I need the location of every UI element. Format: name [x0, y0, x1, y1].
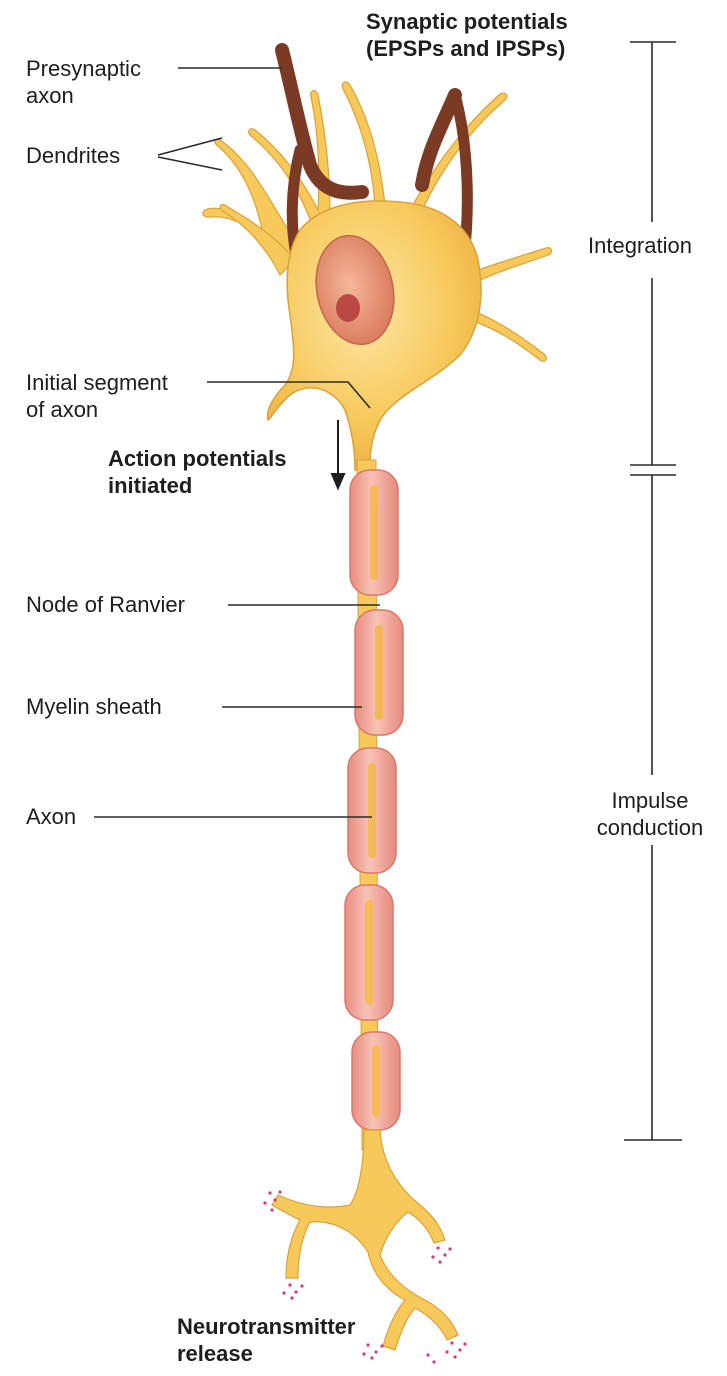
leader-dendrites-upper [158, 138, 222, 155]
label-initial-segment: Initial segment of axon [26, 369, 168, 423]
label-impulse-conduction: Impulse conduction [580, 787, 720, 841]
action-arrow [332, 420, 344, 488]
label-node-of-ranvier: Node of Ranvier [26, 591, 185, 618]
label-myelin-sheath: Myelin sheath [26, 693, 162, 720]
leader-dendrites-lower [158, 157, 222, 170]
label-neurotransmitter-release: Neurotransmitter release [177, 1313, 355, 1367]
label-synaptic-potentials: Synaptic potentials (EPSPs and IPSPs) [366, 8, 568, 62]
scale-bracket [624, 42, 682, 1140]
label-integration: Integration [588, 232, 692, 259]
label-action-potentials: Action potentials initiated [108, 445, 286, 499]
label-axon: Axon [26, 803, 76, 830]
label-presynaptic-axon: Presynaptic axon [26, 55, 141, 109]
dendrite-left-upper [203, 139, 300, 265]
nucleolus [336, 294, 360, 322]
dendrite-right-lower [470, 310, 546, 361]
label-dendrites: Dendrites [26, 142, 120, 169]
